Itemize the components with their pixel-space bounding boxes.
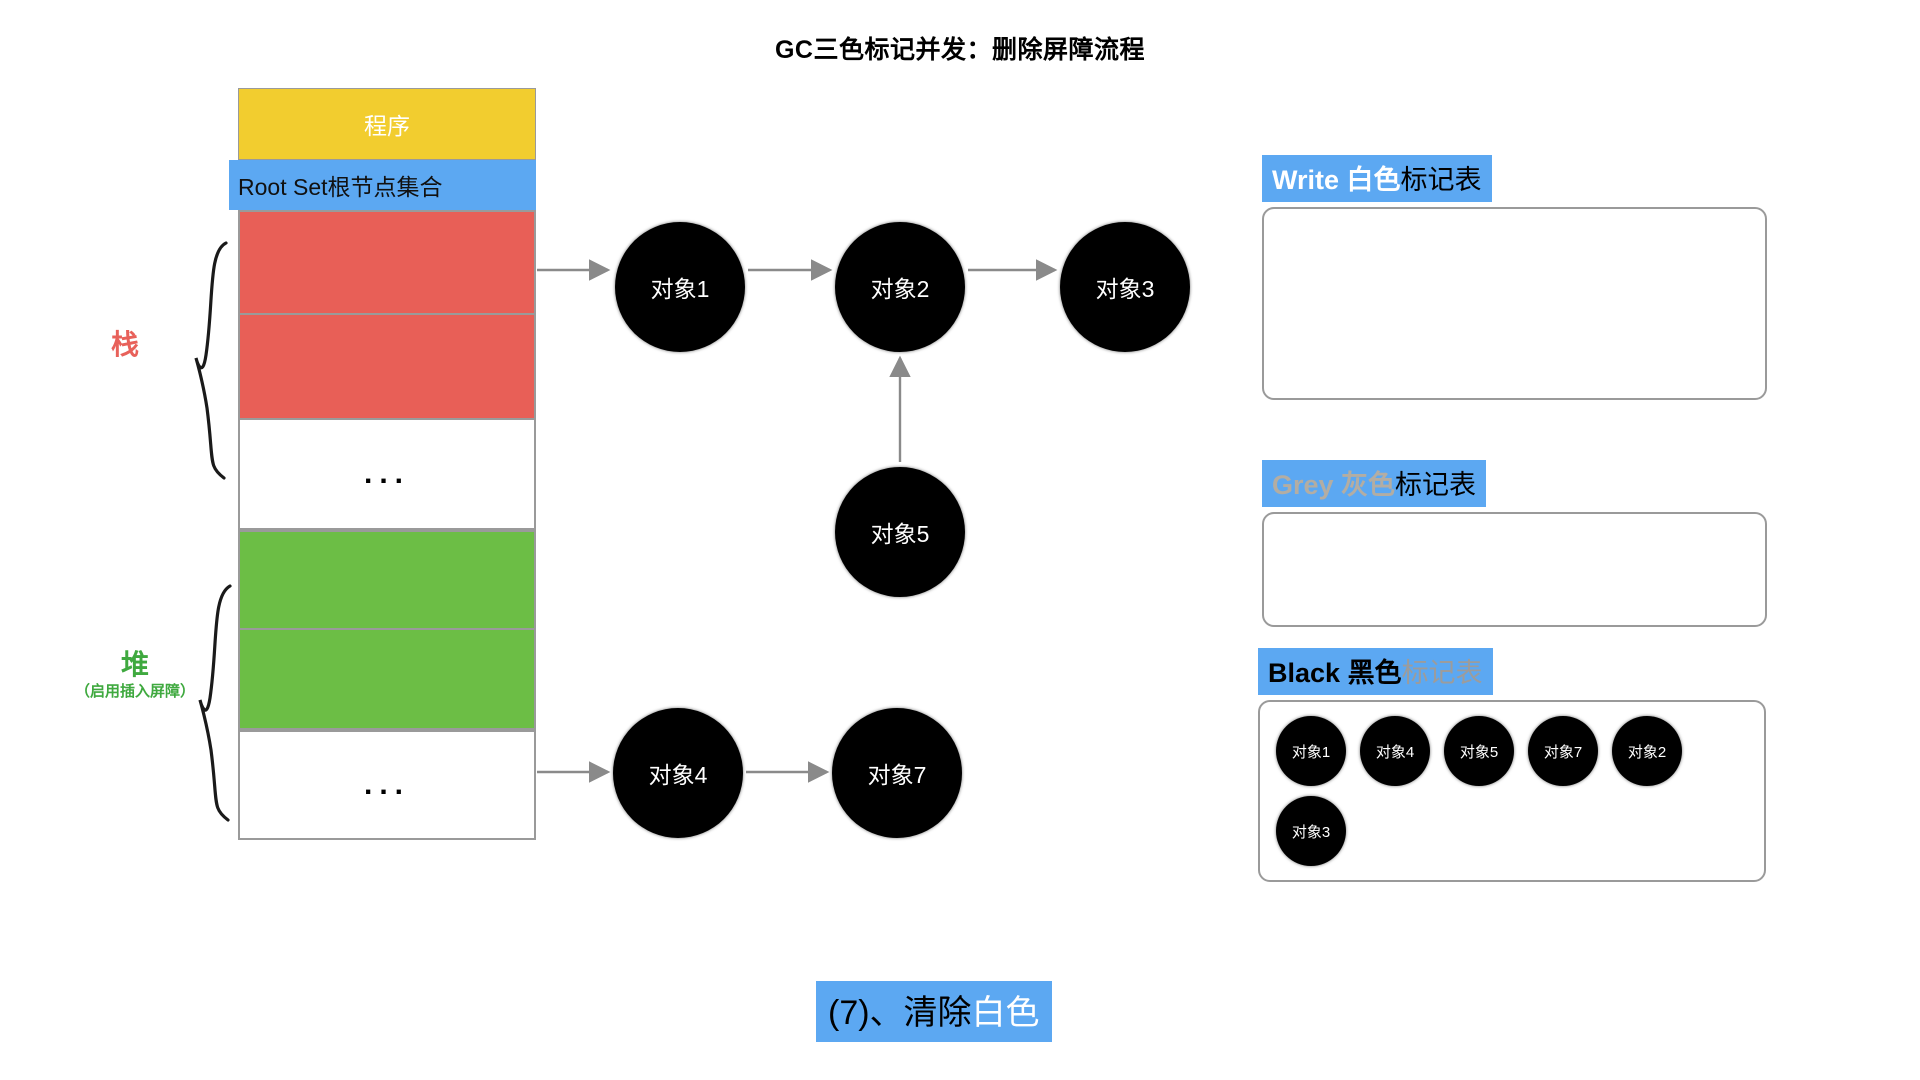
grey-mark-table: Grey 灰色标记表: [1262, 460, 1767, 630]
grey-table-header: Grey 灰色标记表: [1262, 460, 1487, 507]
grey-table-items: [1264, 514, 1765, 625]
black-mark-table: Black 黑色标记表 对象1 对象4 对象5 对象7 对象2 对象3: [1258, 648, 1766, 888]
ellipsis-text: ...: [363, 457, 410, 490]
stack-cell-1: [238, 210, 536, 315]
write-table-header: Write 白色标记表: [1262, 155, 1492, 202]
table-chip-label: 对象7: [1543, 743, 1583, 761]
stack-label-text: 栈: [110, 329, 139, 360]
grey-table-body[interactable]: [1262, 512, 1767, 627]
caption-highlight: 白色: [971, 994, 1040, 1032]
node-obj7[interactable]: 对象7: [832, 708, 962, 838]
node-label: 对象2: [870, 276, 930, 302]
table-chip-label: 对象1: [1291, 743, 1331, 761]
page-title: GC三色标记并发：删除屏障流程: [774, 36, 1145, 64]
black-tail: 标记表: [1401, 658, 1483, 688]
node-label: 对象5: [870, 521, 930, 547]
write-tail: 标记表: [1400, 165, 1482, 195]
table-chip-label: 对象3: [1291, 823, 1331, 841]
table-chip[interactable]: 对象5: [1444, 716, 1514, 786]
black-color-word: 黑色: [1347, 658, 1402, 688]
node-obj5[interactable]: 对象5: [835, 467, 965, 597]
node-label: 对象1: [650, 276, 710, 302]
stack-brace: [194, 241, 228, 480]
node-obj4[interactable]: 对象4: [613, 708, 743, 838]
stack-cell-2: [238, 315, 536, 420]
write-keyword: Write: [1272, 165, 1347, 195]
table-chip-label: 对象5: [1459, 743, 1499, 761]
table-chip-label: 对象2: [1627, 743, 1667, 761]
node-obj3[interactable]: 对象3: [1060, 222, 1190, 352]
memory-column: 程序 Root Set根节点集合 ... ...: [229, 88, 536, 840]
node-label: 对象7: [867, 762, 927, 788]
root-set-label: Root Set根节点集合: [238, 174, 443, 200]
heap-cell-1: [238, 530, 536, 630]
program-box: 程序: [238, 88, 536, 160]
write-table-items: [1264, 209, 1765, 398]
stack-region-label: 栈: [60, 329, 190, 361]
stack-ellipsis-cell: ...: [238, 420, 536, 530]
node-label: 对象4: [648, 762, 708, 788]
table-chip-label: 对象4: [1375, 743, 1415, 761]
node-label: 对象3: [1095, 276, 1155, 302]
node-obj2[interactable]: 对象2: [835, 222, 965, 352]
heap-ellipsis-cell: ...: [238, 730, 536, 840]
ellipsis-text: ...: [363, 768, 410, 801]
table-chip[interactable]: 对象7: [1528, 716, 1598, 786]
table-chip[interactable]: 对象4: [1360, 716, 1430, 786]
grey-tail: 标记表: [1395, 470, 1477, 500]
table-chip[interactable]: 对象1: [1276, 716, 1346, 786]
write-table-body[interactable]: [1262, 207, 1767, 400]
grey-color-word: 灰色: [1341, 470, 1396, 500]
node-obj1[interactable]: 对象1: [615, 222, 745, 352]
black-table-header: Black 黑色标记表: [1258, 648, 1493, 695]
black-keyword: Black: [1268, 658, 1348, 688]
heap-brace: [198, 584, 232, 822]
root-set-row: Root Set根节点集合: [229, 160, 536, 210]
table-chip[interactable]: 对象2: [1612, 716, 1682, 786]
step-caption: (7)、清除白色: [816, 981, 1052, 1042]
root-set-band: Root Set根节点集合: [229, 160, 536, 210]
write-mark-table: Write 白色标记表: [1262, 155, 1767, 400]
program-label: 程序: [364, 113, 410, 139]
grey-keyword: Grey: [1272, 470, 1342, 500]
write-color-word: 白色: [1346, 165, 1401, 195]
black-table-items: 对象1 对象4 对象5 对象7 对象2 对象3: [1260, 702, 1764, 880]
heap-region-label: 堆 （启用插入屏障）: [40, 649, 230, 702]
heap-label-sub: （启用插入屏障）: [74, 682, 195, 700]
table-chip[interactable]: 对象3: [1276, 796, 1346, 866]
heap-cell-2: [238, 630, 536, 730]
caption-prefix: (7)、清除: [828, 994, 972, 1032]
heap-label-text: 堆: [120, 649, 149, 680]
black-table-body[interactable]: 对象1 对象4 对象5 对象7 对象2 对象3: [1258, 700, 1766, 882]
